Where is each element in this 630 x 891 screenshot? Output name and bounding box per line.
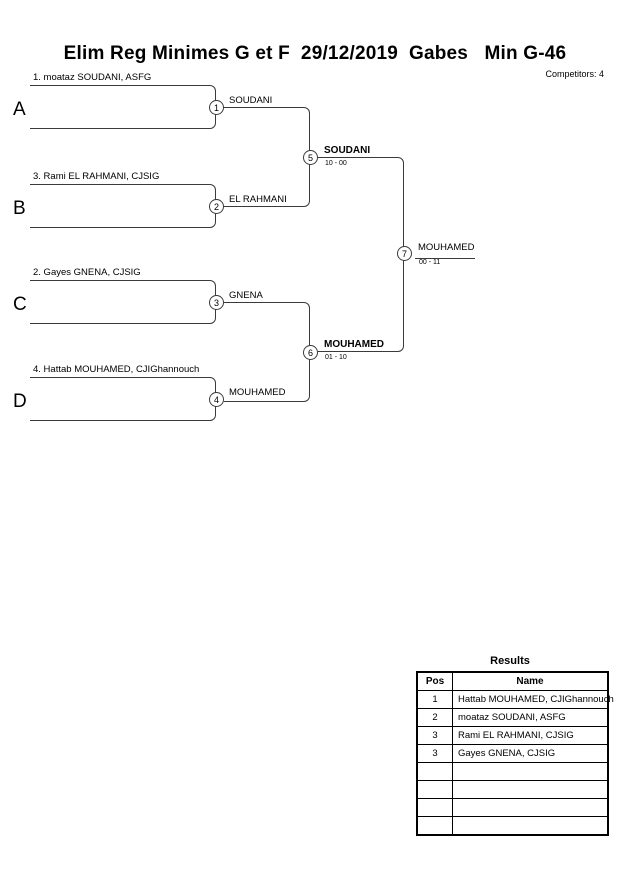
match-circle-3[interactable]: 3 (209, 295, 224, 310)
table-row (416, 816, 609, 836)
match-2-winner: EL RAHMANI (229, 194, 287, 205)
results-col-name: Name (452, 671, 609, 691)
match-circle-6[interactable]: 6 (303, 345, 318, 360)
seed-label-b: 3. Rami EL RAHMANI, CJSIG (33, 171, 160, 182)
result-name: Gayes GNENA, CJSIG (452, 744, 609, 763)
joiner-match-7 (318, 157, 404, 352)
group-letter-d: D (13, 391, 27, 412)
match-5-score: 10 - 00 (325, 160, 347, 167)
group-letter-c: C (13, 294, 27, 315)
match-1-winner: SOUDANI (229, 95, 273, 106)
result-pos: 2 (416, 708, 453, 727)
results-title: Results (490, 655, 530, 667)
result-name (452, 798, 609, 817)
result-pos (416, 762, 453, 781)
result-pos: 3 (416, 744, 453, 763)
competitors-count: Competitors: 4 (545, 69, 604, 79)
table-row (416, 762, 609, 781)
seed-label-c: 2. Gayes GNENA, CJSIG (33, 267, 141, 278)
group-bracket-a (30, 85, 216, 129)
result-pos (416, 780, 453, 799)
match-circle-7[interactable]: 7 (397, 246, 412, 261)
results-header-row: Pos Name (416, 671, 609, 691)
match-5-winner: SOUDANI (324, 145, 371, 156)
seed-label-a: 1. moataz SOUDANI, ASFG (33, 72, 152, 83)
final-winner: MOUHAMED (418, 242, 475, 253)
result-name (452, 816, 609, 836)
group-letter-a: A (13, 99, 26, 120)
result-pos: 1 (416, 690, 453, 709)
match-circle-2[interactable]: 2 (209, 199, 224, 214)
match-4-winner: MOUHAMED (229, 387, 286, 398)
result-name: Rami EL RAHMANI, CJSIG (452, 726, 609, 745)
match-circle-5[interactable]: 5 (303, 150, 318, 165)
result-name (452, 762, 609, 781)
match-6-winner: MOUHAMED (324, 339, 384, 350)
match-circle-1[interactable]: 1 (209, 100, 224, 115)
group-bracket-c (30, 280, 216, 324)
result-name: Hattab MOUHAMED, CJIGhannouch (452, 690, 614, 709)
match-3-winner: GNENA (229, 290, 263, 301)
result-pos: 3 (416, 726, 453, 745)
table-row (416, 798, 609, 817)
joiner-match-5 (224, 107, 310, 207)
results-col-pos: Pos (416, 671, 453, 691)
result-pos (416, 798, 453, 817)
group-bracket-d (30, 377, 216, 421)
match-circle-4[interactable]: 4 (209, 392, 224, 407)
seed-label-d: 4. Hattab MOUHAMED, CJIGhannouch (33, 364, 200, 375)
group-bracket-b (30, 184, 216, 228)
table-row (416, 780, 609, 799)
final-score: 00 - 11 (419, 259, 441, 266)
result-name: moataz SOUDANI, ASFG (452, 708, 609, 727)
joiner-match-6 (224, 302, 310, 402)
page-title: Elim Reg Minimes G et F 29/12/2019 Gabes… (63, 43, 567, 64)
final-winner-underline (415, 258, 475, 259)
result-pos (416, 816, 453, 836)
match-6-score: 01 - 10 (325, 354, 347, 361)
group-letter-b: B (13, 198, 26, 219)
result-name (452, 780, 609, 799)
